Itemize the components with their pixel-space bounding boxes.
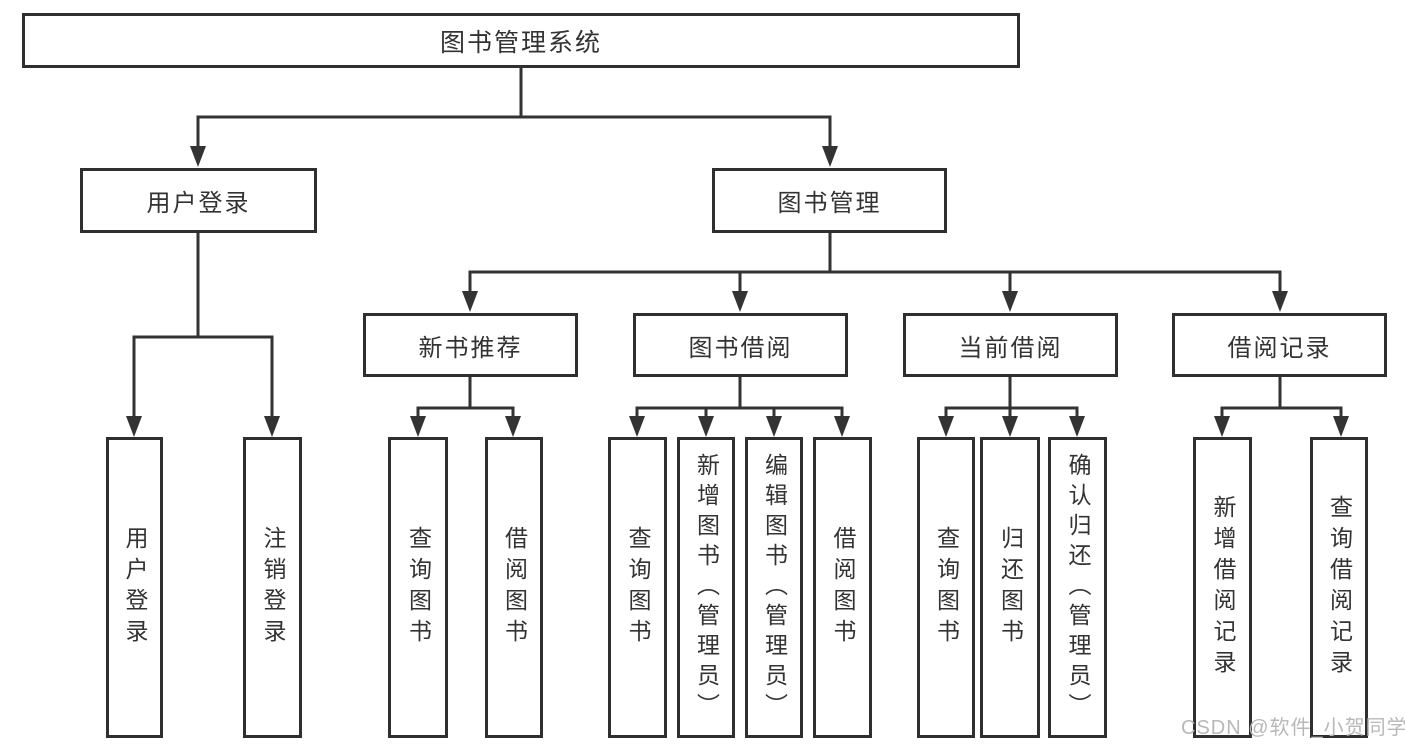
node-nbr-borrow-books: 借阅图书 [485, 437, 543, 738]
node-root: 图书管理系统 [22, 13, 1020, 68]
arrowhead-bb-edit [766, 416, 782, 437]
node-borrow-records: 借阅记录 [1172, 313, 1387, 377]
arrowhead-cb-return [1002, 416, 1018, 437]
arrowhead-book-borrow [732, 291, 748, 312]
node-br-add-record: 新增借阅记录 [1193, 437, 1252, 738]
node-book-borrow: 图书借阅 [633, 313, 848, 377]
csdn-watermark: CSDN @软件_小贺同学 [1181, 717, 1405, 739]
arrowhead-bb-query [629, 416, 645, 437]
node-user-login: 用户登录 [80, 168, 317, 233]
node-cb-return-books: 归还图书 [980, 437, 1040, 738]
node-book-management: 图书管理 [712, 168, 947, 233]
arrowhead-nbr-query [410, 416, 426, 437]
arrowhead-leaf-logout [264, 416, 280, 437]
node-bb-edit-books-admin: 编辑图书（管理员） [745, 437, 803, 738]
arrowhead-br-add [1214, 416, 1230, 437]
arrowhead-new-book-recommend [462, 291, 478, 312]
node-bb-borrow-books: 借阅图书 [813, 437, 872, 738]
arrowhead-br-query [1333, 416, 1349, 437]
node-bb-query-books: 查询图书 [608, 437, 667, 738]
node-cb-query-books: 查询图书 [917, 437, 975, 738]
node-current-borrow: 当前借阅 [903, 313, 1118, 377]
arrowhead-user-login [190, 146, 206, 167]
arrowhead-bb-borrow [834, 416, 850, 437]
arrowhead-bb-add [698, 416, 714, 437]
node-nbr-query-books: 查询图书 [388, 437, 448, 738]
arrowhead-borrow-records [1272, 291, 1288, 312]
arrowhead-leaf-user-login [126, 416, 142, 437]
node-leaf-user-login: 用户登录 [106, 437, 163, 738]
arrowhead-cb-confirm [1069, 416, 1085, 437]
arrowhead-cb-query [938, 416, 954, 437]
arrowhead-book-management [822, 146, 838, 167]
node-new-book-recommend: 新书推荐 [363, 313, 578, 377]
node-bb-add-books-admin: 新增图书（管理员） [677, 437, 735, 738]
node-leaf-logout: 注销登录 [243, 437, 302, 738]
arrowhead-nbr-borrow [505, 416, 521, 437]
node-cb-confirm-return-admin: 确认归还（管理员） [1048, 437, 1107, 738]
arrowhead-current-borrow [1002, 291, 1018, 312]
node-br-query-record: 查询借阅记录 [1310, 437, 1368, 738]
